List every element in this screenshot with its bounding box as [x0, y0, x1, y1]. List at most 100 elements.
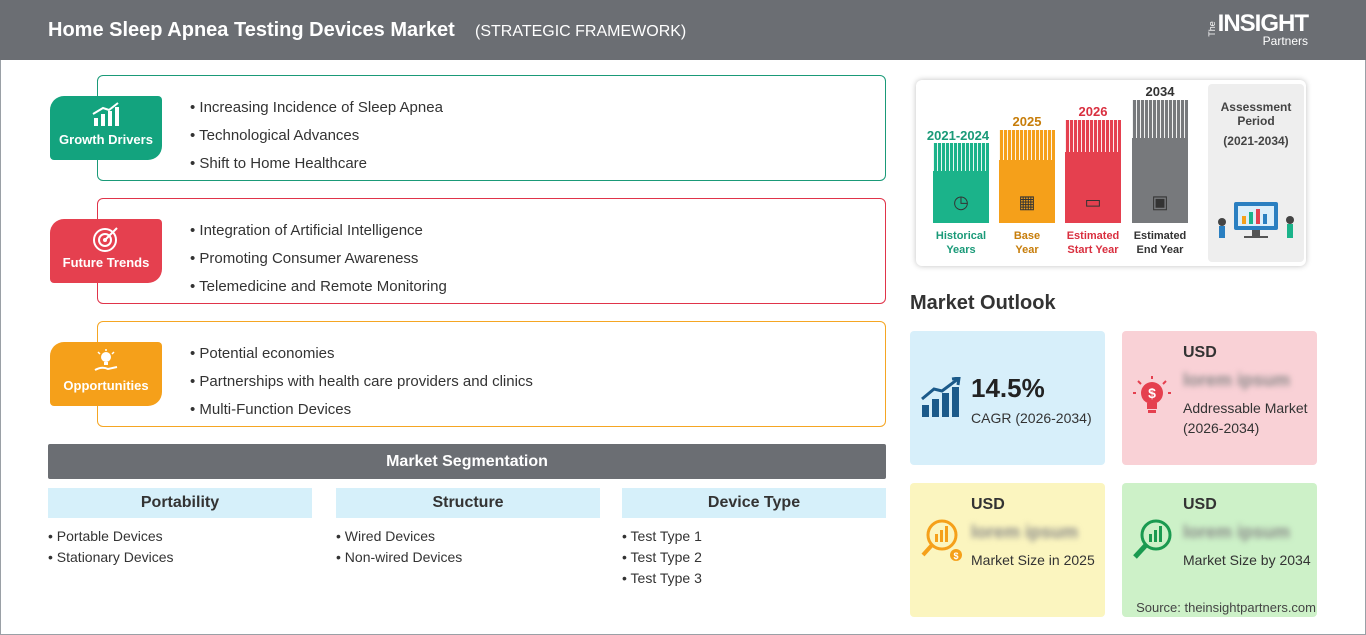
segment-device-type: Device Type Test Type 1 Test Type 2 Test… — [622, 488, 886, 589]
future-trends-label: Future Trends — [62, 255, 150, 270]
list-item: Telemedicine and Remote Monitoring — [190, 273, 447, 301]
analytics-illustration-icon — [1208, 196, 1304, 243]
lightbulb-hand-icon — [50, 348, 162, 378]
opportunities-label: Opportunities — [63, 378, 149, 393]
segment-item: Non-wired Devices — [336, 547, 600, 568]
timeline-label: Estimated End Year — [1124, 229, 1196, 257]
timeline-label-line: Year — [1015, 244, 1039, 256]
opportunities-box: Potential economies Partnerships with he… — [97, 321, 886, 427]
page-subtitle: (STRATEGIC FRAMEWORK) — [475, 23, 687, 40]
timeline-stripe — [933, 143, 989, 171]
list-item: Technological Advances — [190, 122, 443, 150]
timeline-bar — [999, 160, 1055, 223]
timeline-stripe — [1065, 120, 1121, 152]
assessment-period: (2021-2034) — [1223, 134, 1289, 148]
logo-the: The — [1206, 21, 1217, 37]
timeline-stripe — [1132, 100, 1188, 138]
segmentation-title: Market Segmentation — [48, 444, 886, 479]
growth-drivers-label: Growth Drivers — [59, 132, 153, 147]
timeline-label-line: Estimated — [1066, 230, 1120, 242]
addressable-market-card: USD lorem ipsum $ Addressable Market (20… — [1122, 331, 1317, 465]
segment-header: Structure — [336, 488, 600, 518]
segment-item: Test Type 1 — [622, 526, 886, 547]
market-size-2025-label: Market Size in 2025 — [971, 552, 1095, 568]
calendar-icon: ▦ — [1018, 192, 1036, 212]
segment-portability: Portability Portable Devices Stationary … — [48, 488, 312, 568]
timeline-label: Base Year — [991, 229, 1063, 257]
addressable-market-label: Addressable Market (2026-2034) — [1183, 400, 1308, 436]
timeline-label-line: Estimated — [1133, 230, 1187, 242]
list-item: Multi-Function Devices — [190, 396, 533, 424]
magnifier-dollar-icon: $ — [920, 517, 964, 571]
growth-drivers-badge: Growth Drivers — [50, 96, 162, 160]
target-icon — [50, 225, 162, 255]
timeline-label-line: Historical — [935, 230, 987, 242]
future-trends-box: Integration of Artificial Intelligence P… — [97, 198, 886, 304]
segment-header: Device Type — [622, 488, 886, 518]
magnifier-chart-icon — [1132, 517, 1176, 571]
blurred-value: lorem ipsum — [971, 522, 1079, 542]
cagr-label: CAGR (2026-2034) — [971, 410, 1092, 426]
blurred-value: lorem ipsum — [1183, 370, 1291, 390]
future-trends-list: Integration of Artificial Intelligence P… — [190, 217, 447, 301]
market-size-2034-card: USD lorem ipsum Market Size by 2034 — [1122, 483, 1317, 617]
monitor-icon: ▭ — [1084, 192, 1102, 212]
timeline-label-line: Base — [1013, 230, 1041, 242]
list-item: Promoting Consumer Awareness — [190, 245, 447, 273]
timeline-label-line: Start Year — [1067, 244, 1119, 256]
segment-item: Wired Devices — [336, 526, 600, 547]
assessment-label: Period — [1237, 114, 1275, 128]
timeline-stripe — [999, 130, 1055, 160]
segment-item: Portable Devices — [48, 526, 312, 547]
logo-partners: Partners — [1262, 34, 1308, 48]
logo-insight: INSIGHT — [1217, 10, 1309, 37]
opportunities-list: Potential economies Partnerships with he… — [190, 340, 533, 424]
market-size-2025-card: USD lorem ipsum $ Market Size in 2025 — [910, 483, 1105, 617]
segment-structure: Structure Wired Devices Non-wired Device… — [336, 488, 600, 568]
assessment-label: Assessment — [1220, 100, 1292, 114]
page-title: Home Sleep Apnea Testing Devices Market — [48, 19, 455, 41]
history-icon: ◷ — [953, 192, 969, 212]
list-item: Integration of Artificial Intelligence — [190, 217, 447, 245]
timeline-bar — [1065, 152, 1121, 223]
segment-item: Test Type 3 — [622, 568, 886, 589]
list-item: Potential economies — [190, 340, 533, 368]
timeline-bar — [933, 171, 989, 223]
list-item: Increasing Incidence of Sleep Apnea — [190, 94, 443, 122]
segment-item: Stationary Devices — [48, 547, 312, 568]
timeline-label: Historical Years — [925, 229, 997, 257]
future-trends-badge: Future Trends — [50, 219, 162, 283]
presentation-icon: ▣ — [1151, 192, 1169, 212]
cagr-value: 14.5% — [971, 373, 1045, 403]
growth-drivers-box: Increasing Incidence of Sleep Apnea Tech… — [97, 75, 886, 181]
opportunities-badge: Opportunities — [50, 342, 162, 406]
market-outlook-title: Market Outlook — [910, 292, 1056, 314]
timeline-label-line: Years — [946, 244, 976, 256]
bar-chart-icon — [920, 376, 962, 427]
currency-label: USD — [1183, 496, 1217, 513]
svg-text:$: $ — [953, 551, 958, 561]
svg-text:$: $ — [1148, 385, 1156, 401]
currency-label: USD — [1183, 344, 1217, 361]
blurred-value: lorem ipsum — [1183, 522, 1291, 542]
timeline-year: 2025 — [1012, 114, 1042, 129]
source-credit: Source: theinsightpartners.com — [1136, 600, 1316, 615]
timeline-year: 2021-2024 — [926, 128, 990, 143]
cagr-card: 14.5% CAGR (2026-2034) — [910, 331, 1105, 465]
chart-growth-icon — [50, 102, 162, 132]
segment-item: Test Type 2 — [622, 547, 886, 568]
brand-logo: The INSIGHT Partners — [1206, 10, 1309, 48]
timeline-year: 2034 — [1145, 84, 1175, 99]
list-item: Shift to Home Healthcare — [190, 150, 443, 178]
segment-header: Portability — [48, 488, 312, 518]
header-bar: Home Sleep Apnea Testing Devices Market … — [0, 0, 1366, 60]
timeline-year: 2026 — [1078, 104, 1108, 119]
timeline-bar — [1132, 138, 1188, 223]
list-item: Partnerships with health care providers … — [190, 368, 533, 396]
currency-label: USD — [971, 496, 1005, 513]
timeline-label-line: End Year — [1136, 244, 1184, 256]
assessment-period-panel: Assessment Period (2021-2034) — [1208, 84, 1304, 262]
market-size-2034-label: Market Size by 2034 — [1183, 552, 1311, 568]
timeline-label: Estimated Start Year — [1057, 229, 1129, 257]
lightbulb-dollar-icon: $ — [1132, 375, 1172, 425]
